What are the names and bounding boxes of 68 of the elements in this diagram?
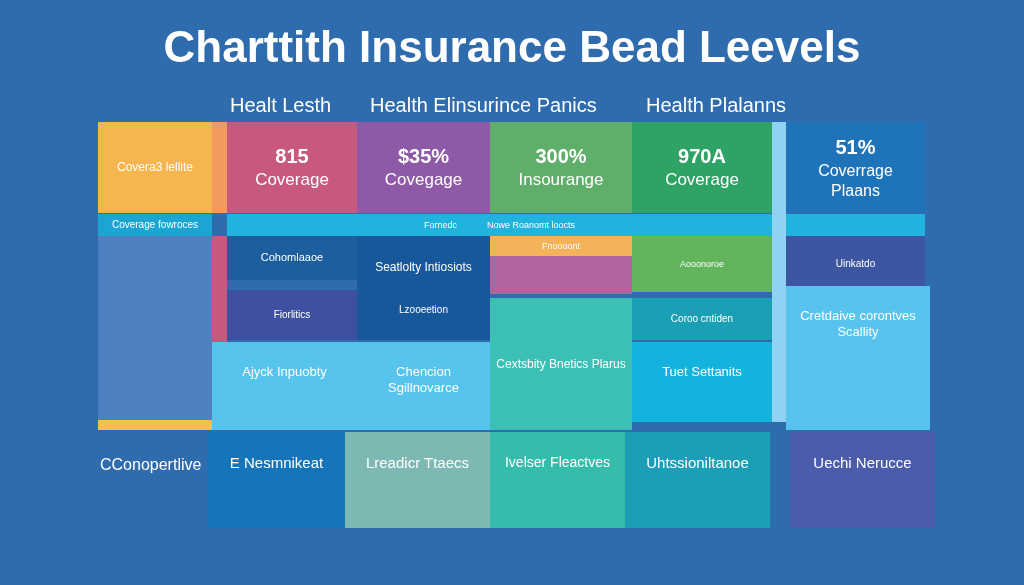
tile-text: Coroo cntiden xyxy=(670,313,734,325)
tile-text: Coverage fowroces xyxy=(111,219,199,231)
plan-tile xyxy=(227,290,357,340)
tile-text: 51% xyxy=(835,135,876,160)
tile-text: 970A xyxy=(678,144,726,169)
tile-text: Aooonoroe xyxy=(679,258,724,270)
tile-text: Ivelser Fleactves xyxy=(504,454,610,471)
plan-tile xyxy=(98,214,212,236)
plan-tile xyxy=(357,236,490,340)
color-block xyxy=(786,214,925,236)
plan-tile xyxy=(490,432,625,528)
plan-tile xyxy=(786,286,930,430)
plan-tile xyxy=(632,122,772,213)
tile-text: Lreadicr Ttaecs xyxy=(365,454,470,472)
tile-text: Fiorlitics xyxy=(273,309,311,321)
plan-tile xyxy=(632,342,772,422)
tile-text: Cretdaive corontves Scallity xyxy=(799,308,917,340)
tile-text: Covera3 lellite xyxy=(116,160,193,175)
plan-tile xyxy=(625,432,770,528)
tile-text: E Nesmnikeat xyxy=(229,454,324,472)
plan-tile xyxy=(227,122,357,213)
tile-text: 815 xyxy=(275,144,309,169)
tile-text: 300% xyxy=(535,144,587,169)
tile-text: Uhtssioniltanoe xyxy=(646,454,749,472)
title: Charttith Insurance Bead Leevels xyxy=(162,22,862,72)
plan-tile xyxy=(490,298,632,430)
color-block xyxy=(772,122,786,422)
tile-text: Ajyck Inpuobty xyxy=(242,364,327,380)
color-block xyxy=(490,256,632,294)
tile-text: Coverrage Plaans xyxy=(817,161,894,200)
tile-text: $35% xyxy=(397,144,450,169)
plan-tile xyxy=(786,122,925,213)
section-heading: CConopertlive xyxy=(100,456,202,474)
column-heading: Health Plalanns xyxy=(646,94,787,117)
plan-tile xyxy=(227,214,772,236)
tile-text: Chencion Sgillnovarce xyxy=(387,364,460,396)
tile-text: Cohomlaaoe xyxy=(260,251,324,265)
plan-tile xyxy=(786,236,925,286)
plan-tile xyxy=(212,342,357,430)
color-block xyxy=(98,236,212,420)
tile-text: Lzooeetion xyxy=(399,304,448,317)
tile-text: Nowe Roanomt loocts xyxy=(487,219,576,231)
plan-tile xyxy=(98,122,212,213)
plan-tile xyxy=(632,236,772,292)
tile-text: Coverage xyxy=(255,170,329,191)
tile-text: Uinkatdo xyxy=(835,258,876,270)
plan-tile xyxy=(490,236,632,256)
tile-text: Seatlolty Intiosiots xyxy=(375,259,472,275)
column-heading: Health Elinsurince Panics xyxy=(370,94,597,117)
plan-tile xyxy=(632,298,772,340)
tile-text: Insourange xyxy=(518,170,604,191)
color-block xyxy=(212,236,227,342)
tile-text: Cextsbity Bnetics Plarus xyxy=(496,356,626,372)
plan-tile xyxy=(208,432,345,528)
tile-text: Fornedc xyxy=(423,219,457,231)
tile-text: Tuet Settanits xyxy=(662,364,742,380)
color-block xyxy=(212,122,227,213)
tile-text: Coverage xyxy=(665,170,739,191)
plan-tile xyxy=(227,236,357,280)
column-heading: Healt Lesth xyxy=(230,94,332,117)
plan-tile xyxy=(345,432,490,528)
plan-tile xyxy=(357,342,490,430)
tile-text: Uechi Nerucce xyxy=(813,454,912,472)
plan-tile xyxy=(790,432,935,528)
tile-text: Covegage xyxy=(384,170,463,191)
plan-tile xyxy=(357,122,490,213)
tile-text: Fnoooont xyxy=(542,240,580,252)
plan-tile xyxy=(490,122,632,213)
